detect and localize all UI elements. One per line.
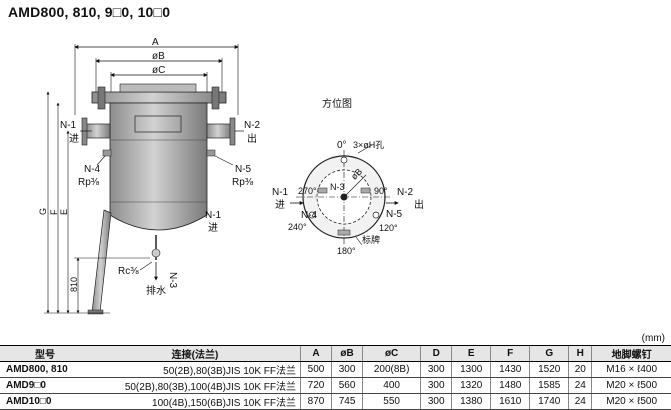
cell-connection: 50(2B),80(3B)JIS 10K FF法兰: [90, 361, 301, 378]
cell-G: 1520: [529, 361, 569, 378]
deg-0: 0°: [337, 140, 347, 151]
cell-anchor-bolt: M16 × ℓ400: [591, 361, 671, 378]
port-n3-label: N-3: [167, 272, 178, 289]
nameplate-label: 标牌: [362, 234, 380, 245]
col-B: øB: [331, 345, 363, 362]
orient-n2: N-2: [397, 187, 414, 198]
col-A: A: [299, 345, 332, 362]
cell-F: 1430: [490, 361, 530, 378]
deg-270: 270°: [298, 186, 317, 196]
cell-E: 1380: [451, 393, 491, 410]
port-n1b-label: N-1: [205, 210, 222, 221]
cell-connection: 100(4B),150(6B)JIS 10K FF法兰: [90, 393, 301, 410]
cell-C: 550: [362, 393, 421, 410]
port-n1-in: 进: [69, 133, 79, 145]
col-connection: 连接(法兰): [90, 345, 301, 362]
orient-n4: N-4: [301, 210, 318, 221]
cell-A: 870: [299, 393, 332, 410]
port-n4-rp: Rp⅜: [78, 177, 100, 188]
col-E: E: [451, 345, 491, 362]
cell-H: 24: [568, 377, 592, 394]
cell-B: 745: [331, 393, 363, 410]
cell-anchor-bolt: M20 × ℓ500: [591, 393, 671, 410]
cell-model: AMD9□0: [0, 377, 90, 394]
table-header-row: 型号 连接(法兰) A øB øC D E F G H 地脚螺钉: [0, 345, 671, 362]
orient-n2-out: 出: [414, 198, 424, 211]
dimension-table: 型号 连接(法兰) A øB øC D E F G H 地脚螺钉 AMD800,…: [0, 345, 671, 410]
port-rc-label: Rc⅜: [118, 266, 139, 277]
col-D: D: [420, 345, 452, 362]
col-model: 型号: [0, 345, 90, 362]
deg-180: 180°: [337, 246, 356, 256]
port-n2-out: 出: [247, 132, 257, 145]
deg-240: 240°: [288, 222, 307, 232]
port-n1-label: N-1: [60, 120, 77, 131]
col-H: H: [568, 345, 592, 362]
page-title: AMD800, 810, 9□0, 10□0: [8, 4, 171, 20]
dim-E: E: [59, 209, 69, 215]
unit-label: (mm): [641, 333, 665, 344]
port-n5-label: N-5: [235, 164, 252, 175]
col-C: øC: [362, 345, 421, 362]
cell-D: 300: [420, 393, 452, 410]
table-row: AMD800, 810 50(2B),80(3B)JIS 10K FF法兰 50…: [0, 361, 671, 378]
table-row: AMD10□0 100(4B),150(6B)JIS 10K FF法兰 870 …: [0, 393, 671, 410]
cell-C: 400: [362, 377, 421, 394]
orient-n1: N-1: [272, 187, 289, 198]
cell-H: 20: [568, 361, 592, 378]
dim-B: øB: [152, 51, 165, 62]
col-F: F: [490, 345, 530, 362]
dim-A: A: [152, 37, 159, 48]
cell-model: AMD10□0: [0, 393, 90, 410]
holes-label: 3×øH孔: [353, 140, 384, 150]
cell-F: 1480: [490, 377, 530, 394]
port-n4-label: N-4: [84, 164, 101, 175]
cell-D: 300: [420, 361, 452, 378]
cell-G: 1585: [529, 377, 569, 394]
table-row: AMD9□0 50(2B),80(3B),100(4B)JIS 10K FF法兰…: [0, 377, 671, 394]
cell-A: 500: [299, 361, 332, 378]
col-anchor-bolt: 地脚螺钉: [591, 345, 671, 362]
cell-H: 24: [568, 393, 592, 410]
cell-B: 560: [331, 377, 363, 394]
dim-G: G: [38, 208, 48, 215]
filter-side-view: A øB øC G F E: [38, 37, 261, 315]
orientation-view: 方位图 0° 3×øH孔 N-1 进 270° N-3 øB 90° N-2 出…: [272, 97, 424, 256]
orient-n1-in: 进: [275, 199, 285, 211]
cell-A: 720: [299, 377, 332, 394]
cell-F: 1610: [490, 393, 530, 410]
orient-n3: N-3: [330, 182, 345, 192]
dim-C: øC: [152, 65, 165, 76]
cell-anchor-bolt: M20 × ℓ500: [591, 377, 671, 394]
deg-120: 120°: [379, 223, 398, 233]
dim-F: F: [49, 209, 59, 215]
orientation-title: 方位图: [322, 97, 352, 110]
cell-model: AMD800, 810: [0, 361, 90, 378]
cell-G: 1740: [529, 393, 569, 410]
col-G: G: [529, 345, 569, 362]
cell-connection: 50(2B),80(3B),100(4B)JIS 10K FF法兰: [90, 377, 301, 394]
port-n2-label: N-2: [244, 120, 261, 131]
dimension-drawing: A øB øC G F E: [38, 37, 424, 315]
cell-E: 1320: [451, 377, 491, 394]
cell-B: 300: [331, 361, 363, 378]
cell-E: 1300: [451, 361, 491, 378]
orient-n5: N-5: [386, 209, 403, 220]
cell-D: 300: [420, 377, 452, 394]
deg-90: 90°: [374, 186, 388, 196]
drain-label: 排水: [146, 284, 166, 297]
port-n5-rp: Rp⅜: [232, 177, 254, 188]
cell-C: 200(8B): [362, 361, 421, 378]
dim-810: 810: [69, 277, 79, 292]
port-n1b-in: 进: [208, 222, 218, 234]
